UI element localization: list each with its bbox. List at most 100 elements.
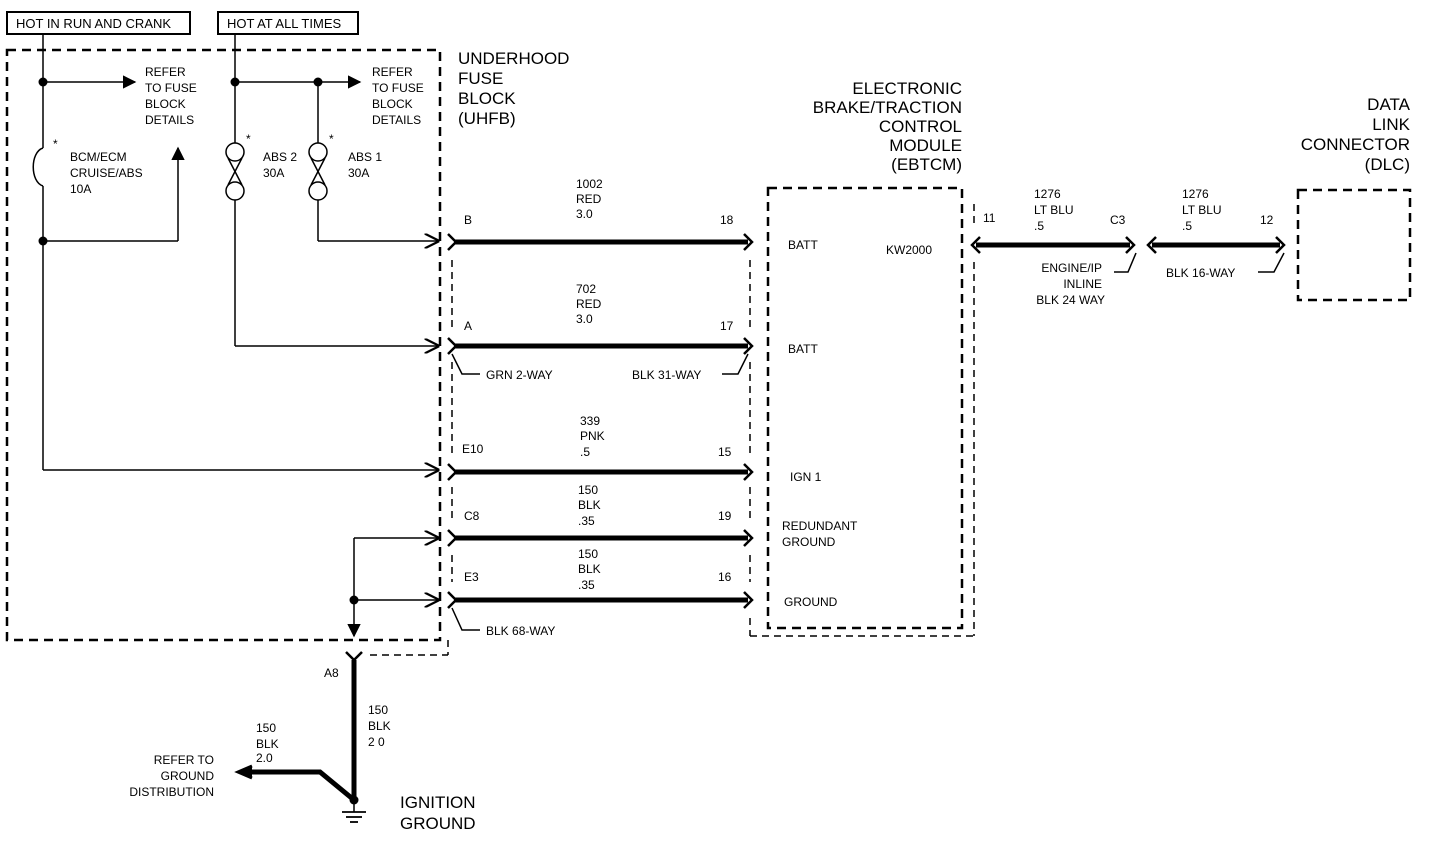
fuse-abs2-label: ABS 2 30A [263,150,297,180]
main-wires [454,239,748,603]
callout-blk68: BLK 68-WAY [451,607,555,638]
callout-blk31: BLK 31-WAY [632,353,749,382]
ground-refer: REFER TO GROUND DISTRIBUTION [129,753,214,799]
pin-label: BATT [788,238,818,252]
refer-line: TO FUSE [372,81,424,95]
ebtcm-title-line: MODULE [889,136,962,155]
ground-splice-dot [349,795,359,805]
protocol-label: KW2000 [886,243,932,257]
fuse-bcm-label: BCM/ECM CRUISE/ABS 10A [70,150,143,196]
ground-title-line: IGNITION [400,793,476,812]
uhfb-title-line: (UHFB) [458,109,516,128]
asterisk: * [53,137,58,151]
circuit-number: 1002 [576,177,603,191]
wire-color: RED [576,192,602,206]
wire-gauge: 2.0 [256,751,273,765]
dlc-boundary [1296,188,1412,302]
wire-150-e3: E3 150 BLK .35 16 [464,547,732,592]
fuse-label: 30A [263,166,284,180]
wire-color: PNK [580,429,605,443]
wire-color: BLK [578,562,601,576]
left-pin: B [464,213,472,227]
refer-right: REFER TO FUSE BLOCK DETAILS [372,65,424,127]
circuit-number: 150 [368,703,388,717]
splice-dot [38,236,48,246]
refer-left: REFER TO FUSE BLOCK DETAILS [145,65,197,127]
refer-line: BLOCK [145,97,186,111]
wire-1002: B 1002 RED 3.0 18 [464,177,734,227]
wire-gauge: .5 [1034,219,1044,233]
wire-gauge: .35 [578,514,595,528]
wire-150-c8: C8 150 BLK .35 19 [464,483,732,528]
pin-label: GROUND [784,595,838,609]
wire-color: LT BLU [1182,203,1222,217]
fuse-abs1-icon [308,142,328,201]
splice-dot [38,77,48,87]
circuit-number: 150 [578,547,598,561]
wire-gauge: 3.0 [576,312,593,326]
circuit-number: 339 [580,414,600,428]
wire-color: BLK [256,737,279,751]
dlc-title-line: CONNECTOR [1301,135,1410,154]
refer-line: DISTRIBUTION [129,785,214,799]
callout-engine-ip: ENGINE/IP INLINE BLK 24 WAY [1036,252,1137,307]
fuse-label: ABS 2 [263,150,297,164]
wire-gauge: .5 [580,445,590,459]
wire-gauge: .5 [1182,219,1192,233]
asterisk: * [329,132,334,146]
splice-dot [230,77,240,87]
ground-title-line: GROUND [400,814,476,833]
data-link-seg1: 11 1276 LT BLU .5 C3 [983,187,1126,233]
refer-line: GROUND [161,769,215,783]
fuse-abs2-icon [225,142,245,201]
left-bus [32,34,438,470]
left-pin: C8 [464,509,480,523]
right-bus [234,34,438,346]
connector-shells [370,260,751,656]
connector-label: BLK 24 WAY [1036,293,1105,307]
wire-gauge: 3.0 [576,207,593,221]
wire-339: E10 339 PNK .5 15 [462,414,732,459]
ebtcm-title-line: BRAKE/TRACTION [813,98,962,117]
left-pin: A [464,319,472,333]
asterisk: * [246,132,251,146]
ebtcm-boundary [766,186,964,630]
right-pin: 12 [1260,213,1274,227]
ground-pin-label: A8 [324,666,339,680]
ebtcm-title-line: ELECTRONIC [852,79,962,98]
wire-702: A 702 RED 3.0 17 [464,282,734,333]
ground-taps [347,538,438,638]
uhfb-title-line: UNDERHOOD [458,49,569,68]
data-link-chevrons [970,236,1286,254]
uhfb-title-line: FUSE [458,69,503,88]
circuit-number: 1276 [1182,187,1209,201]
wire-gauge: 2 0 [368,735,385,749]
uhfb-title-line: BLOCK [458,89,516,108]
ebtcm-pins: BATT KW2000 BATT IGN 1 REDUNDANT GROUND … [782,238,932,609]
right-pin: 17 [720,319,734,333]
pin-label: REDUNDANT [782,519,858,533]
circuit-number: 1276 [1034,187,1061,201]
connector-label: BLK 16-WAY [1166,266,1235,280]
left-pin: 11 [983,211,996,225]
wire-end-chevrons [447,233,754,609]
header-hot-all-times-label: HOT AT ALL TIMES [227,16,341,31]
wire-color: BLK [578,498,601,512]
right-pin: 18 [720,213,734,227]
right-pin: 15 [718,445,732,459]
dlc-title-line: DATA [1367,95,1410,114]
fuse-label: 30A [348,166,369,180]
wire-color: BLK [368,719,391,733]
callout-grn2: GRN 2-WAY [451,353,553,382]
ignition-ground-label: IGNITION GROUND [400,793,476,833]
splice-dot [349,595,359,605]
pin-label: IGN 1 [790,470,822,484]
ebtcm-title-line: (EBTCM) [891,155,962,174]
ebtcm-title: ELECTRONIC BRAKE/TRACTION CONTROL MODULE… [813,79,962,174]
fuse-label: 10A [70,182,91,196]
header-hot-run-crank: HOT IN RUN AND CRANK [6,11,191,35]
circuit-number: 150 [256,721,276,735]
callout-blk16: BLK 16-WAY [1166,252,1285,280]
